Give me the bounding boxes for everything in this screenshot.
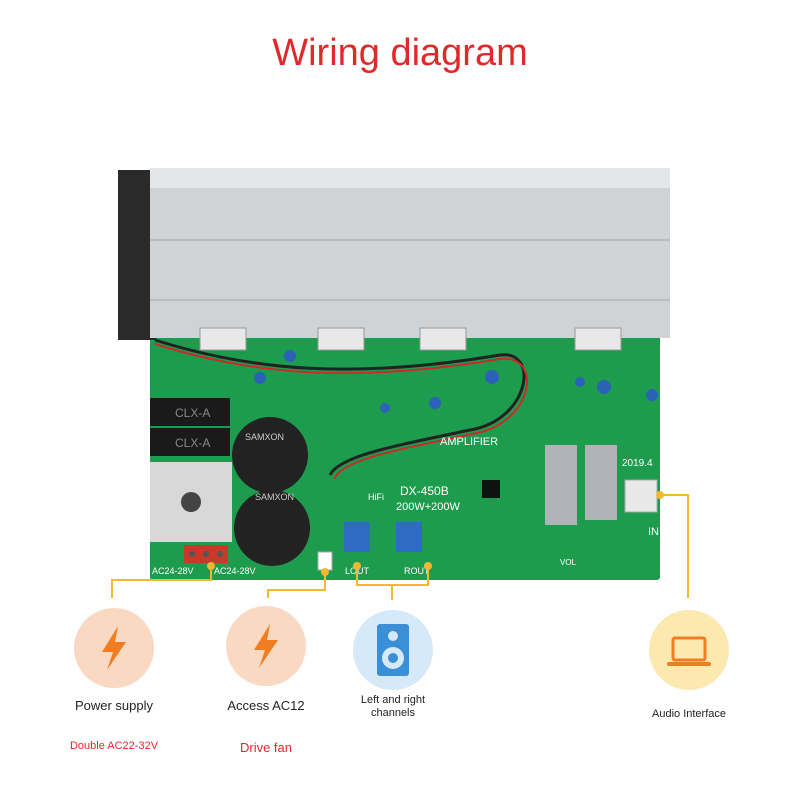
bridge-label-2: CLX-A <box>175 436 210 450</box>
drive-fan-note: Drive fan <box>239 740 293 755</box>
access-ac12-label: Access AC12 <box>227 698 305 713</box>
heatsink <box>118 168 670 340</box>
power-supply-note: Double AC22-32V <box>69 740 159 752</box>
page-title: Wiring diagram <box>272 32 528 74</box>
connector-lines <box>111 494 689 600</box>
audio-interface-icon-circle <box>649 610 729 690</box>
channels-label: Left and right channels <box>360 694 426 719</box>
power-rating-text: 200W+200W <box>396 501 461 513</box>
output-relays <box>545 445 617 525</box>
bridge-label-1: CLX-A <box>175 406 210 420</box>
small-capacitors <box>254 350 658 413</box>
power-transistors <box>199 327 622 351</box>
laptop-icon <box>667 636 711 666</box>
speaker-icon <box>377 624 409 676</box>
ac-terminal <box>184 545 228 563</box>
bridge-relays: CLX-A CLX-A <box>150 398 230 456</box>
amplifier-text: AMPLIFIER <box>440 436 498 448</box>
rout-label: ROUT <box>404 566 430 576</box>
filter-capacitors: SAMXON SAMXON <box>232 417 310 566</box>
lightning-icon <box>254 624 278 668</box>
opamp-ic <box>482 480 500 498</box>
vol-label: VOL <box>560 558 577 567</box>
cap-brand-1: SAMXON <box>245 432 284 442</box>
hifi-text: HiFi <box>368 492 384 502</box>
model-text: DX-450B <box>400 484 449 498</box>
ac-label-right: AC24-28V <box>214 566 256 576</box>
power-supply-label: Power supply <box>74 698 154 713</box>
lightning-icon <box>102 626 126 670</box>
connector-dots <box>207 491 664 576</box>
speaker-terminals <box>344 522 422 552</box>
access-ac12-icon-circle <box>226 606 306 686</box>
date-text: 2019.4 <box>622 458 653 469</box>
rectifier-block <box>150 462 232 542</box>
channels-icon-circle <box>353 610 433 690</box>
audio-interface-label: Audio Interface <box>652 708 726 720</box>
in-label: IN <box>648 526 659 538</box>
input-connector <box>624 479 658 513</box>
ac-label-left: AC24-28V <box>152 566 194 576</box>
cap-brand-2: SAMXON <box>255 492 294 502</box>
power-supply-icon-circle <box>74 608 154 688</box>
fan-connector <box>317 551 333 571</box>
